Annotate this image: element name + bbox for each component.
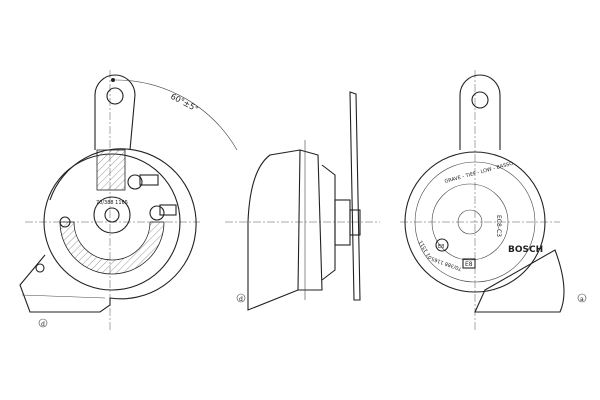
seal-label: E8: [438, 244, 444, 250]
terminal-bottom: [149, 205, 165, 221]
view-marker-middle: [236, 293, 246, 303]
view-marker-left: [38, 318, 48, 328]
seal-mark: [435, 238, 449, 252]
bracket-hole: [106, 87, 124, 105]
bolt: [349, 209, 361, 236]
center-nut: [93, 196, 131, 234]
view-marker-right: [577, 293, 587, 303]
housing-outer: [404, 151, 546, 293]
bracket-hole: [471, 91, 489, 109]
spade-top: [139, 174, 159, 186]
angle-arc: [114, 79, 238, 151]
center-bolt: [104, 207, 120, 223]
part-number: 70/388 1165: [431, 255, 463, 272]
diaphragm-rim: [298, 149, 323, 291]
horn-body-side: [247, 149, 301, 311]
mounting-bracket: [459, 74, 501, 150]
nut-stack: [334, 199, 351, 246]
date-code: 01 1511: [418, 239, 434, 260]
tone-label: GRAVE - TIEF - LOW - BASSO: [444, 161, 514, 185]
pivot-point: [111, 78, 115, 82]
screw: [59, 216, 71, 228]
approval-mark: E8: [465, 261, 473, 268]
view-marker-left-label: d: [41, 321, 45, 328]
spade-bottom: [159, 204, 177, 216]
code-label: EC8-C3: [495, 215, 502, 237]
angle-dimension: 60°±5°: [169, 92, 200, 114]
view-marker-middle-label: d: [239, 296, 243, 303]
horn-mouth: [474, 249, 565, 313]
view-marker-right-label: a: [580, 296, 584, 303]
back-cover: [321, 164, 336, 281]
diaphragm: [431, 183, 509, 261]
brand-logo: BOSCH: [508, 245, 543, 255]
mounting-plate: [349, 91, 361, 301]
housing-inner: [414, 161, 536, 283]
horn-mouth-line: [21, 294, 106, 299]
vent: [35, 263, 45, 273]
bracket-section: [96, 149, 126, 191]
front-view-sectioned: 60°±5° 70/388 1165 d: [19, 70, 238, 330]
housing-outline: [19, 148, 197, 313]
center-boss: [457, 209, 483, 235]
mounting-bracket: [94, 74, 136, 151]
hatched-section: [59, 221, 165, 275]
rear-view: GRAVE - TIEF - LOW - BASSO EC8-C3 BOSCH …: [400, 70, 587, 330]
terminal-top: [127, 174, 143, 190]
approval-box: [462, 258, 476, 269]
rim-text: 70/388 1165: [96, 200, 128, 206]
side-view: d: [225, 91, 380, 311]
